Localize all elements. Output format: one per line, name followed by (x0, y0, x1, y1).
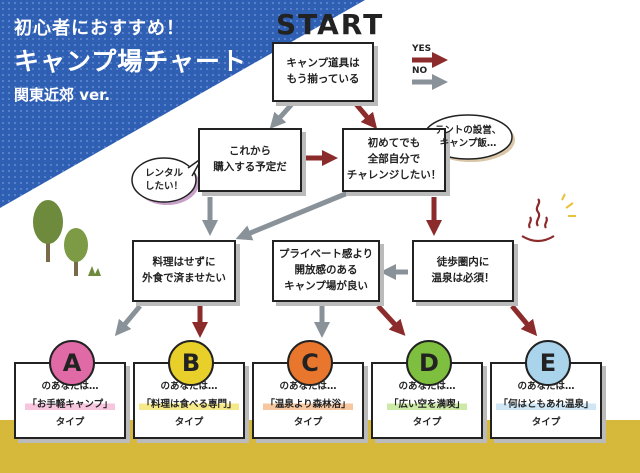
result-letter-badge: C (287, 340, 333, 386)
result-prefix: のあなたは… (517, 381, 575, 392)
question-box-6: 徒歩圏内に 温泉は必須！ (412, 240, 514, 302)
result-letter-badge: E (525, 340, 571, 386)
start-label: START (276, 8, 385, 41)
tent-bubble-text: テントの設営、 キャンプ飯… (434, 125, 502, 150)
sparkle-icon (561, 193, 576, 217)
result-card-c: のあなたは… 「温泉より森林浴」タイプ (252, 362, 364, 439)
result-suffix: タイプ (293, 417, 323, 428)
tree-icon (33, 200, 101, 276)
question-box-4: 料理はせずに 外食で済ませたい (132, 240, 236, 302)
header-title-line1: 初心者におすすめ！ (14, 18, 185, 39)
result-prefix: のあなたは… (41, 381, 99, 392)
arrow-q5-yes (376, 304, 406, 336)
arrow-q6-yes (510, 304, 538, 337)
onsen-icon (521, 198, 555, 243)
arrow-q1-no (269, 102, 294, 129)
result-letter-badge: D (406, 340, 452, 386)
result-suffix: タイプ (174, 417, 204, 428)
result-letter-badge: A (49, 340, 95, 386)
result-type-name: 「お手軽キャンプ」 (25, 396, 115, 410)
result-type-name: 「何はともあれ温泉」 (496, 396, 596, 410)
result-letter-badge: B (168, 340, 214, 386)
result-suffix: タイプ (412, 417, 442, 428)
result-prefix: のあなたは… (160, 381, 218, 392)
arrow-q4-no (114, 304, 142, 337)
header-title-line2: キャンプ場チャート (14, 47, 248, 76)
header-subtitle: 関東近郊 ver. (14, 86, 111, 104)
question-box-3: 初めてでも 全部自分で チャレンジしたい！ (342, 128, 446, 192)
result-type-name: 「温泉より森林浴」 (263, 396, 353, 410)
arrow-q3-no (235, 187, 356, 241)
result-type-name: 「料理は食べる専門」 (139, 396, 239, 410)
question-box-1: キャンプ道具は もう揃っている (272, 42, 374, 102)
result-suffix: タイプ (531, 417, 561, 428)
result-type-name: 「広い空を満喫」 (386, 396, 467, 410)
result-card-b: のあなたは… 「料理は食べる専門」タイプ (133, 362, 245, 439)
legend-yes-label: YES (412, 44, 432, 54)
rental-bubble-text: レンタル したい！ (144, 168, 183, 193)
legend-no-label: NO (412, 66, 428, 76)
result-prefix: のあなたは… (398, 381, 456, 392)
result-prefix: のあなたは… (279, 381, 337, 392)
rental-bubble (131, 157, 203, 205)
arrow-q1-yes (354, 102, 378, 130)
result-suffix: タイプ (55, 417, 85, 428)
question-box-5: プライベート感より 開放感のある キャンプ場が良い (272, 240, 380, 302)
question-box-2: これから 購入する予定だ (198, 128, 302, 192)
